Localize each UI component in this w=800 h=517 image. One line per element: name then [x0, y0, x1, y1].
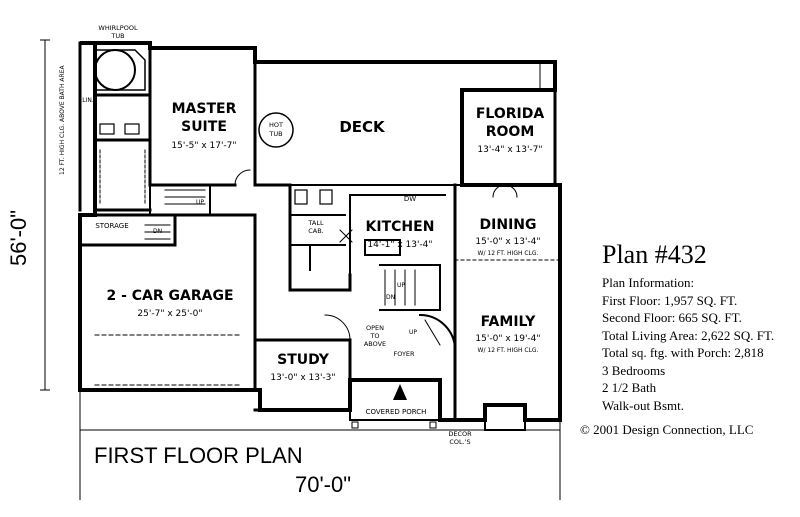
- florida-room-dimensions: 13'-4" x 13'-7": [477, 145, 542, 155]
- garage-dimensions: 25'-7" x 25'-0": [137, 309, 202, 319]
- plan-info-total-living: Total Living Area: 2,622 SQ. FT.: [602, 327, 775, 343]
- dimension-lines: [40, 39, 561, 500]
- dining-dimensions: 15'-0" x 13'-4": [475, 237, 540, 247]
- florida-room-label-line2: ROOM: [486, 124, 535, 140]
- dining-ceiling-note: W/ 12 FT. HIGH CLG.: [478, 250, 539, 257]
- open-to-above-line2: TO: [369, 332, 379, 340]
- height-dimension: 56'-0": [6, 210, 31, 266]
- up-label-garage-stair: UP: [196, 199, 204, 206]
- decor-cols-label-line1: DECOR: [448, 430, 472, 438]
- family-ceiling-note: W/ 12 FT. HIGH CLG.: [478, 347, 539, 354]
- up-label-kitchen: UP: [397, 282, 405, 289]
- entry-arrow-icon: [393, 384, 407, 400]
- plan-info-bedrooms: 3 Bedrooms: [602, 362, 666, 378]
- up-label-main-stair: UP: [409, 329, 417, 336]
- tall-cab-label-line2: CAB.: [308, 227, 324, 235]
- hot-tub-label-line1: HOT: [269, 121, 283, 129]
- whirlpool-label: WHIRLPOOL: [98, 24, 138, 32]
- family-dimensions: 15'-0" x 19'-4": [475, 334, 540, 344]
- plan-info-heading: Plan Information:: [602, 275, 695, 290]
- study-dimensions: 13'-0" x 13'-3": [270, 373, 335, 383]
- garage-label: 2 - CAR GARAGE: [106, 288, 233, 304]
- covered-porch-label: COVERED PORCH: [366, 408, 427, 416]
- master-suite-label-line1: MASTER: [172, 101, 237, 117]
- kitchen-label: KITCHEN: [366, 219, 435, 235]
- walls: [78, 41, 562, 431]
- ceiling-note: 12 FT. HIGH CLG. ABOVE BATH AREA: [59, 65, 66, 175]
- dw-label: DW: [404, 195, 416, 203]
- plan-title: Plan #432: [602, 240, 707, 269]
- tall-cab-label-line1: TALL: [307, 219, 324, 227]
- floor-plan-title: FIRST FLOOR PLAN: [94, 443, 303, 468]
- open-to-above-line3: ABOVE: [364, 340, 386, 348]
- decor-cols-label-line2: COL.'S: [449, 438, 470, 446]
- copyright-text: © 2001 Design Connection, LLC: [580, 422, 754, 437]
- master-suite-dimensions: 15'-5" x 17'-7": [171, 141, 236, 151]
- lin-label: LIN.: [82, 97, 94, 104]
- family-label: FAMILY: [481, 314, 537, 330]
- plan-info-baths: 2 1/2 Bath: [602, 380, 657, 395]
- foyer-label: FOYER: [393, 350, 415, 358]
- dn-label-garage-stair: DN: [153, 228, 162, 235]
- tub-label: TUB: [110, 32, 124, 40]
- storage-label: STORAGE: [95, 222, 128, 230]
- width-dimension: 70'-0": [295, 472, 351, 497]
- florida-room-label-line1: FLORIDA: [476, 106, 544, 122]
- plan-info-basement: Walk-out Bsmt.: [602, 397, 685, 413]
- plan-info-first-floor: First Floor: 1,957 SQ. FT.: [602, 292, 738, 308]
- kitchen-dimensions: 14'-1" x 13'-4": [367, 240, 432, 250]
- plan-information-panel: Plan #432 Plan Information: First Floor:…: [602, 240, 798, 414]
- dn-label-main-stair: DN: [386, 294, 395, 301]
- deck-label: DECK: [339, 118, 386, 136]
- study-label: STUDY: [277, 352, 330, 368]
- master-suite-label-line2: SUITE: [181, 119, 227, 135]
- plan-info-total-with-porch: Total sq. ftg. with Porch: 2,818: [602, 345, 764, 360]
- plan-info-second-floor: Second Floor: 665 SQ. FT.: [602, 310, 742, 325]
- hot-tub-label-line2: TUB: [268, 130, 282, 138]
- dining-label: DINING: [480, 217, 537, 233]
- open-to-above-line1: OPEN: [366, 324, 384, 332]
